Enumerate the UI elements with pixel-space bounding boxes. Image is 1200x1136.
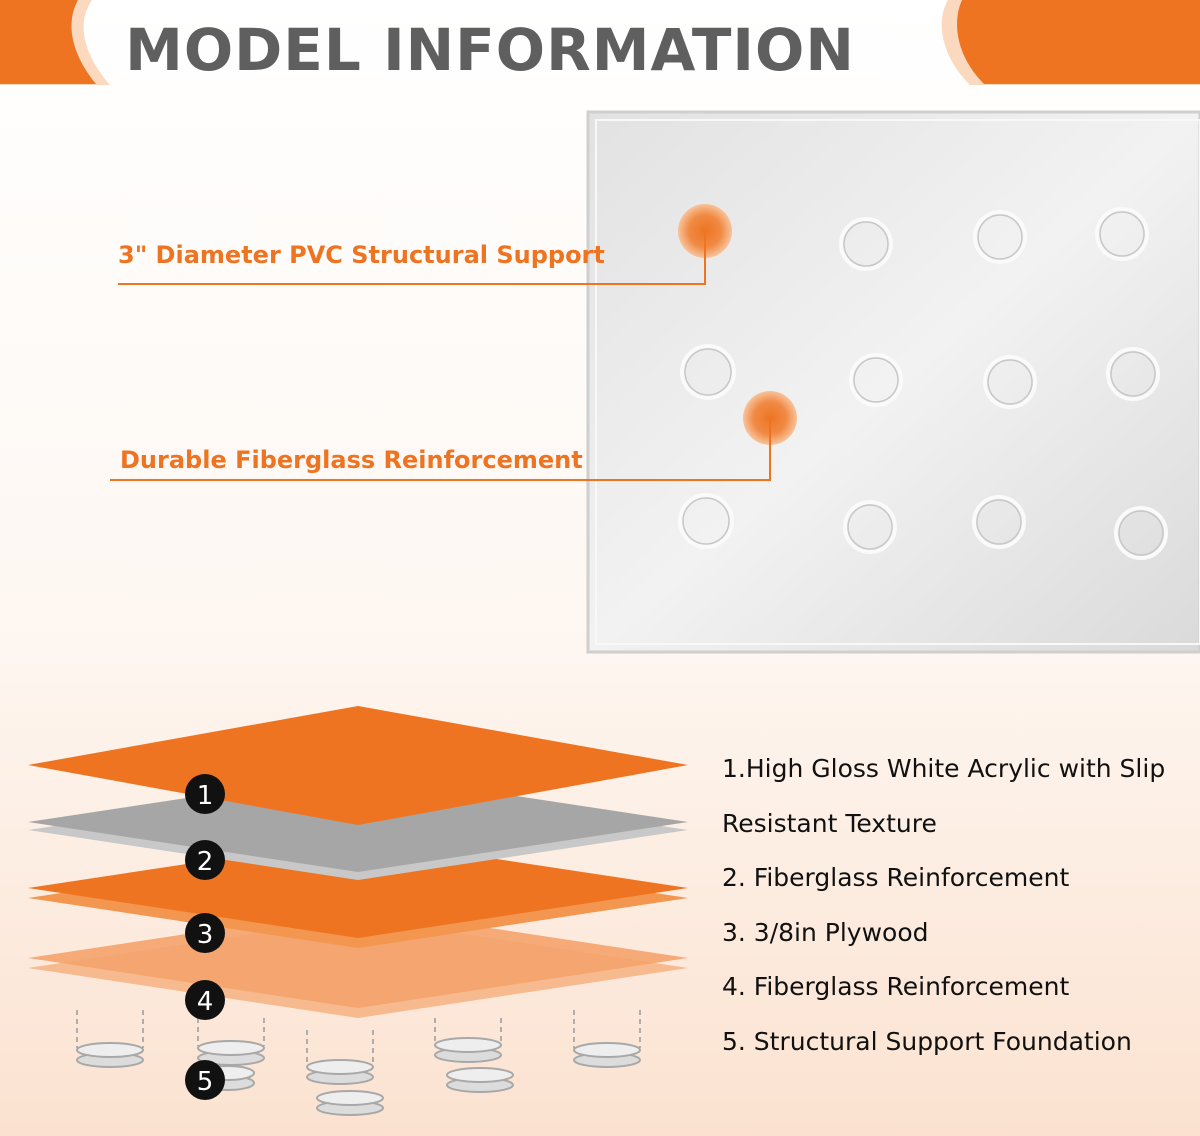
pvc-support-label: 3" Diameter PVC Structural Support (118, 241, 605, 269)
layer-number-3: 3 (197, 920, 214, 950)
support-circle (1114, 506, 1168, 560)
layer-badge-5: 5 (185, 1060, 225, 1100)
support-cylinder (306, 1059, 374, 1085)
support-circle (983, 355, 1037, 409)
support-cylinder (316, 1090, 384, 1116)
support-circle (1095, 207, 1149, 261)
layer-legend: 1.High Gloss White Acrylic with Slip Res… (722, 742, 1192, 1070)
layer-1-acrylic (28, 706, 688, 825)
layer-badge-4: 4 (185, 980, 225, 1020)
support-circle (849, 353, 903, 407)
layer-badge-3: 3 (185, 913, 225, 953)
page-title: MODEL INFORMATION (125, 16, 855, 84)
fiberglass-label: Durable Fiberglass Reinforcement (120, 446, 583, 474)
legend-line-1b: Resistant Texture (722, 808, 937, 838)
legend-line-3: 3. 3/8in Plywood (722, 917, 929, 947)
layer-badge-2: 2 (185, 840, 225, 880)
layer-5-foundation (76, 1037, 641, 1116)
legend-line-4: 4. Fiberglass Reinforcement (722, 972, 1070, 1002)
layer-number-4: 4 (197, 987, 214, 1017)
layer-number-5: 5 (197, 1067, 214, 1097)
support-cylinder (446, 1067, 514, 1093)
support-cylinder (76, 1042, 144, 1068)
header-banner (0, 0, 1200, 85)
support-cylinder (197, 1040, 265, 1066)
layer-badge-1: 1 (185, 774, 225, 814)
support-circle (843, 500, 897, 554)
legend-line-2: 2. Fiberglass Reinforcement (722, 863, 1070, 893)
support-circle (972, 495, 1026, 549)
pvc-leader-line (118, 231, 706, 285)
fiberglass-leader-line (110, 418, 771, 481)
support-circle (839, 217, 893, 271)
legend-line-5: 5. Structural Support Foundation (722, 1026, 1132, 1056)
layer-number-2: 2 (197, 847, 214, 877)
support-cylinder (573, 1042, 641, 1068)
support-cylinder (434, 1037, 502, 1063)
support-circle (680, 344, 736, 400)
support-circle (1106, 347, 1160, 401)
legend-line-1: 1.High Gloss White Acrylic with Slip (722, 754, 1166, 783)
layer-number-1: 1 (197, 781, 214, 811)
support-circle (973, 210, 1027, 264)
support-circle (678, 493, 734, 549)
